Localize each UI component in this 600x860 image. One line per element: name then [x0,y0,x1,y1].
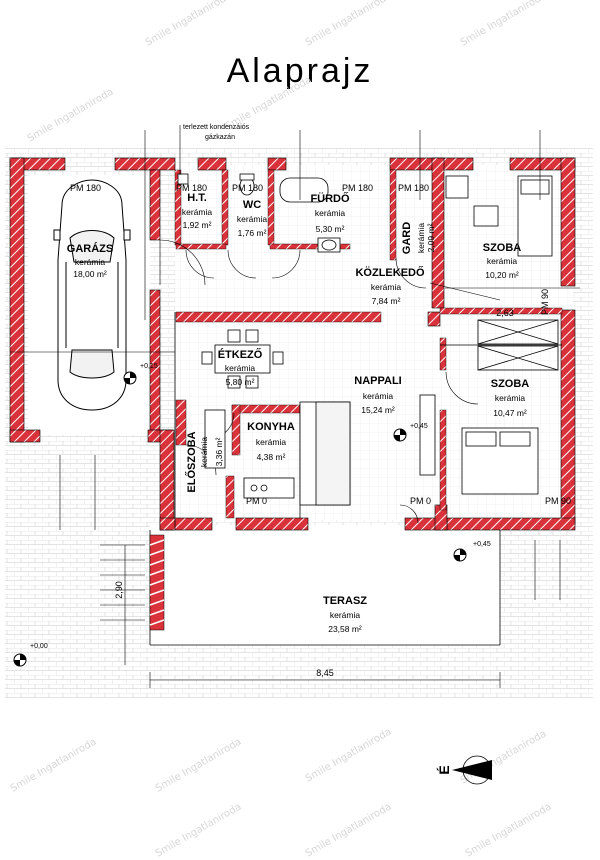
room-area: 5,80 m² [226,377,255,387]
room-name: ELŐSZOBA [185,431,198,492]
interior-walls [174,169,563,519]
level-label: +0,45 [410,423,428,430]
room-area: 1,76 m² [238,228,267,238]
room-name: TERASZ [323,595,367,607]
terrace-floor [150,525,500,645]
room-name: KONYHA [247,421,295,433]
room-area: 15,24 m² [361,405,395,415]
level-markers [13,371,467,667]
pm-label: PM 180 [398,183,429,193]
room-name: GARD [401,222,413,254]
room-area: 18,00 m² [73,269,107,279]
room-area: 5,30 m² [316,224,345,234]
pm-label: PM 0 [246,496,267,506]
level-label: +0,15 [140,363,158,370]
room-material: kerámia [330,610,361,620]
car-icon [53,179,131,411]
room-szoba-2: SZOBA kerámia 10,47 m² [491,378,530,418]
pm-label: PM 90 [545,496,571,506]
compass-letter: É [436,765,452,774]
room-name: SZOBA [483,242,522,254]
room-gard: GARD kerámia 2,09 m² [401,222,436,254]
room-material: kerámia [371,282,402,292]
room-material: kerámia [315,208,346,218]
room-area: 1,92 m² [183,220,212,230]
room-area: 3,36 m² [214,437,224,466]
room-material: kerámia [237,214,268,224]
heater-note-line1: terlezett kondenzáiós [183,124,250,131]
pm-label: PM 180 [232,183,263,193]
room-terasz: TERASZ kerámia 23,58 m² [323,595,367,634]
room-furdo: FÜRDŐ kerámia 5,30 m² [310,192,350,234]
level-label: +0,45 [473,541,491,548]
room-wc: WC kerámia 1,76 m² [237,199,268,238]
pm-label: PM 180 [70,183,101,193]
room-name: KÖZLEKEDŐ [355,266,425,279]
room-material: kerámia [256,437,287,447]
room-name: H.T. [187,192,207,204]
room-szoba-1: SZOBA kerámia 10,20 m² [483,242,522,280]
room-material: kerámia [182,207,213,217]
room-eloszoba: ELŐSZOBA kerámia 3,36 m² [185,431,224,492]
total-width-dim: 8,45 [316,668,334,678]
room-garazs: GARÁZS kerámia 18,00 m² [67,242,113,279]
room-nappali: NAPPALI kerámia 15,24 m² [354,375,401,415]
exterior-walls [9,157,576,531]
page-title: Alaprajz [226,52,374,90]
dimension-lines [10,125,580,688]
room-ht: H.T. kerámia 1,92 m² [182,192,213,230]
room-area: 10,20 m² [485,270,519,280]
compass-icon: É [436,755,492,785]
staircase [100,534,165,631]
room-material: kerámia [416,223,426,254]
room-name: ÉTKEZŐ [218,348,263,361]
room-material: kerámia [487,256,518,266]
room-area: 7,84 m² [372,296,401,306]
heater-note-line2: gázkazán [205,134,235,141]
pm-label: PM 90 [540,289,550,315]
pm-label: PM 0 [410,496,431,506]
room-name: NAPPALI [354,375,401,387]
pm-label: PM 180 [176,183,207,193]
room-konyha: KONYHA kerámia 4,38 m² [247,421,295,462]
room-etkezo: ÉTKEZŐ kerámia 5,80 m² [218,348,263,387]
furniture [177,173,553,506]
room-area: 2,09 m² [426,223,436,252]
level-label: +0,00 [30,643,48,650]
pm-label: PM 180 [342,183,373,193]
room-name: FÜRDŐ [310,192,350,205]
room-material: kerámia [363,391,394,401]
room-material: kerámia [75,257,106,267]
room-name: SZOBA [491,378,530,390]
room-name: GARÁZS [67,242,113,255]
room-material: kerámia [225,363,256,373]
room-name: WC [243,199,261,211]
room-area: 4,38 m² [257,452,286,462]
room-material: kerámia [495,393,526,403]
stair-dim: 2,90 [114,581,124,599]
room-material: kerámia [199,437,209,468]
room-area: 10,47 m² [493,408,527,418]
width-dim: 2,63 [496,308,514,318]
room-kozlekedo: KÖZLEKEDŐ kerámia 7,84 m² [355,266,425,306]
room-area: 23,58 m² [328,624,362,634]
